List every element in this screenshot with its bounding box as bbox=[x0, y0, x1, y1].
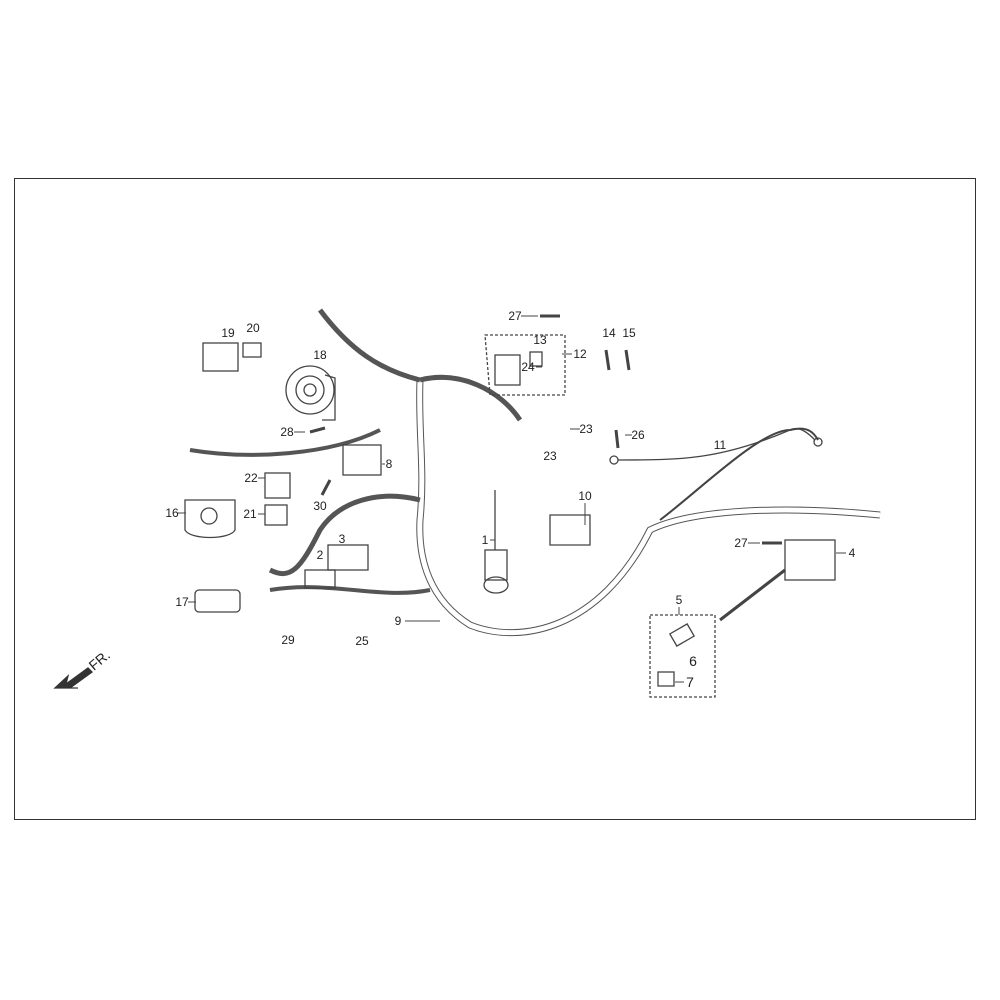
plug-cap-5 bbox=[649, 614, 716, 698]
callout-14: 14 bbox=[602, 326, 616, 340]
callout-22: 22 bbox=[244, 471, 258, 485]
bracket-2 bbox=[304, 569, 336, 589]
callout-18: 18 bbox=[313, 348, 327, 362]
callout-24: 24 bbox=[521, 360, 535, 374]
callout-1: 1 bbox=[481, 533, 489, 547]
callout-4: 4 bbox=[848, 546, 856, 560]
diagram-frame bbox=[14, 178, 976, 820]
callout-10: 10 bbox=[578, 489, 592, 503]
callout-21: 21 bbox=[243, 507, 257, 521]
callout-28: 28 bbox=[280, 425, 294, 439]
callout-17: 17 bbox=[175, 595, 189, 609]
callout-12: 12 bbox=[573, 347, 587, 361]
callout-23b: 23 bbox=[543, 449, 557, 463]
callout-30: 30 bbox=[313, 499, 327, 513]
cap-10 bbox=[549, 514, 591, 546]
callout-29: 29 bbox=[281, 633, 295, 647]
callout-26: 26 bbox=[631, 428, 645, 442]
callout-7: 7 bbox=[686, 674, 694, 690]
callout-5: 5 bbox=[675, 593, 683, 607]
ignition-coil-4 bbox=[719, 539, 836, 622]
callout-9: 9 bbox=[394, 614, 402, 628]
ignition-switch-12 bbox=[484, 334, 566, 396]
callout-3: 3 bbox=[338, 532, 346, 546]
relay-21 bbox=[264, 504, 288, 526]
cdi-unit-3 bbox=[327, 544, 369, 571]
callout-15: 15 bbox=[622, 326, 636, 340]
callout-13: 13 bbox=[533, 333, 547, 347]
switch-17 bbox=[194, 589, 241, 613]
bolts bbox=[309, 314, 782, 545]
callout-2: 2 bbox=[316, 548, 324, 562]
callout-27b: 27 bbox=[734, 536, 748, 550]
relay-20 bbox=[242, 342, 262, 358]
callout-25: 25 bbox=[355, 634, 369, 648]
main-harness-9 bbox=[189, 308, 881, 637]
relay-19 bbox=[202, 342, 239, 372]
callout-6: 6 bbox=[689, 653, 697, 669]
callout-11: 11 bbox=[713, 438, 727, 452]
callout-8: 8 bbox=[385, 457, 393, 471]
battery-cable-11 bbox=[609, 428, 823, 465]
regulator-8 bbox=[342, 444, 382, 476]
relay-22 bbox=[264, 472, 291, 499]
switch-16 bbox=[184, 499, 236, 539]
callout-19: 19 bbox=[221, 326, 235, 340]
callout-23a: 23 bbox=[579, 422, 593, 436]
callout-27a: 27 bbox=[508, 309, 522, 323]
horn-18 bbox=[285, 365, 336, 421]
callout-20: 20 bbox=[246, 321, 260, 335]
callout-16: 16 bbox=[165, 506, 179, 520]
front-arrow-icon bbox=[53, 667, 93, 689]
